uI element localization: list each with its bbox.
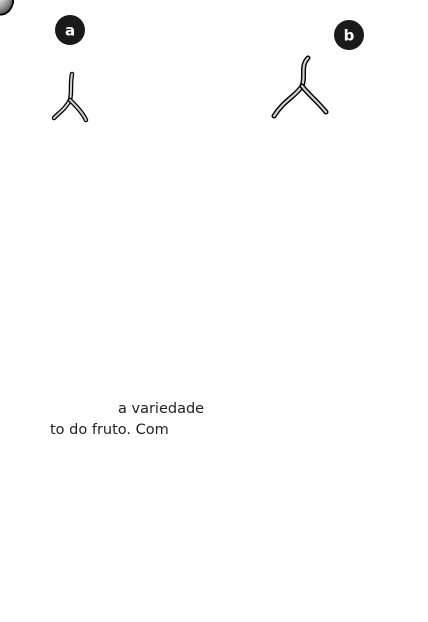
badge-b-text: b: [344, 27, 355, 45]
grape: [0, 0, 14, 16]
stem-b: [271, 55, 329, 119]
badge-a-circle: [55, 15, 85, 45]
stem-a: [51, 71, 89, 123]
caption-line-2: to do fruto. Com: [50, 422, 169, 438]
label-badge-a: a: [55, 15, 85, 45]
grape-bunch-b: [0, 0, 14, 16]
badge-a-text: a: [65, 22, 75, 40]
caption-line-1: a variedade: [118, 401, 205, 417]
label-badge-b: b: [334, 20, 364, 50]
badge-b-circle: [334, 20, 364, 50]
